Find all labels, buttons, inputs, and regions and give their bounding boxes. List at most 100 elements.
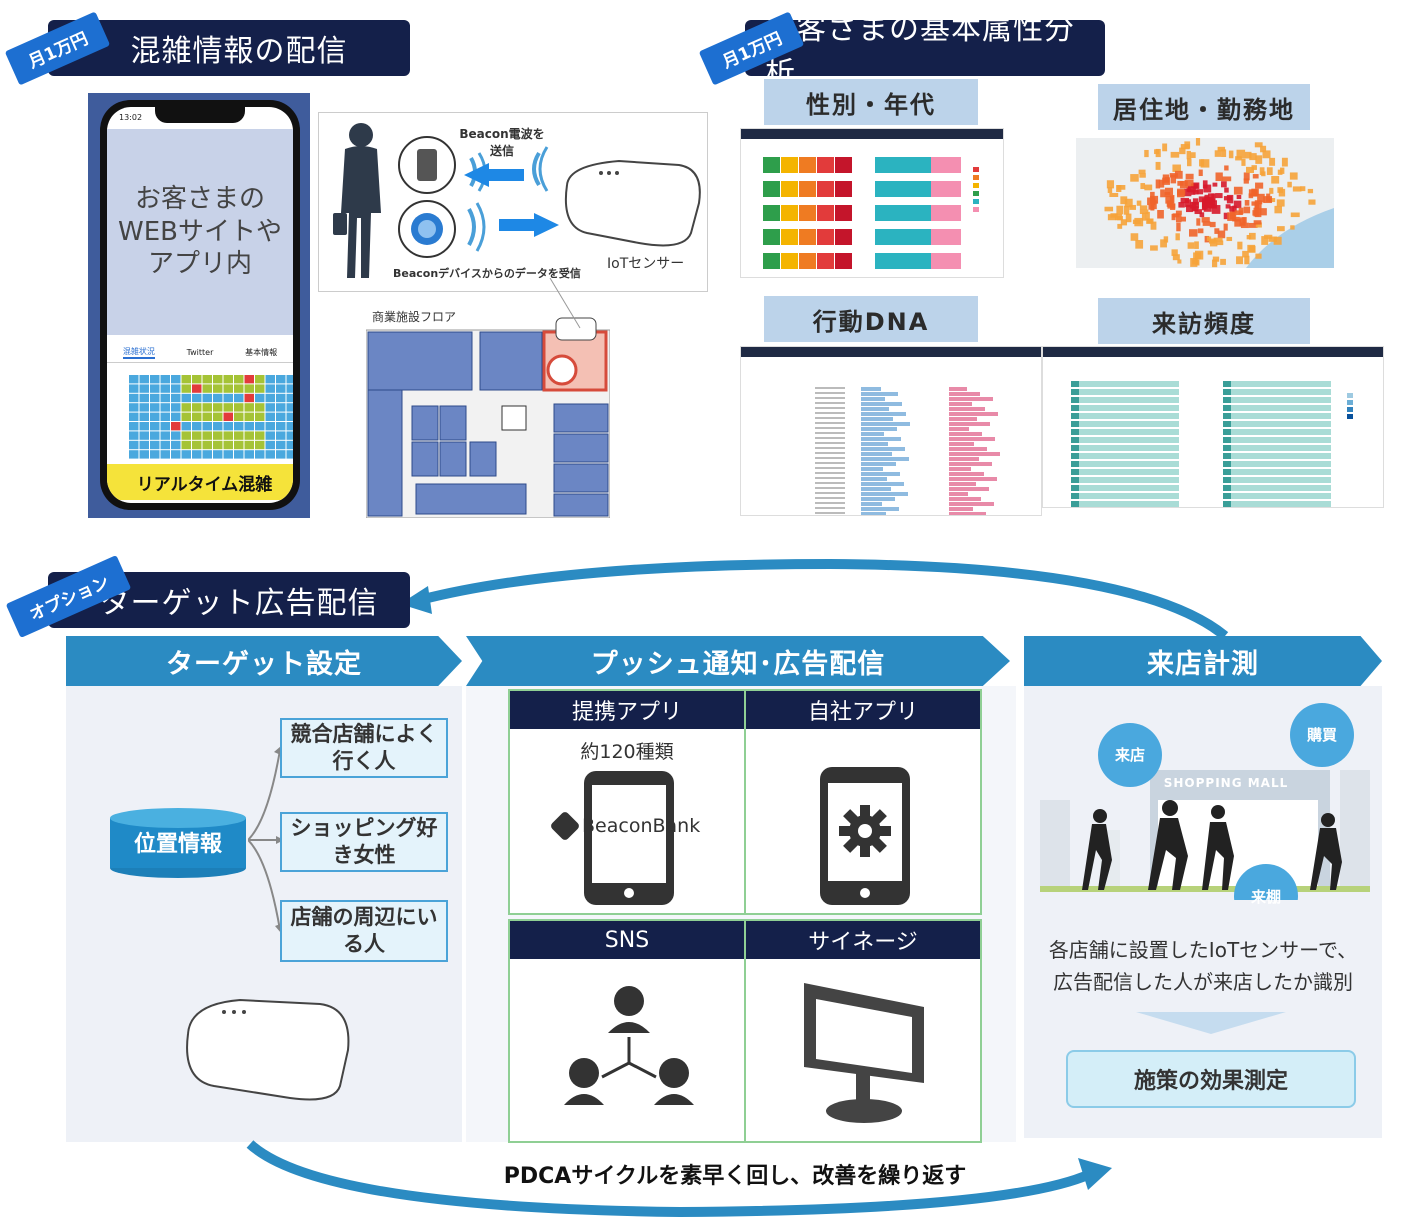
heat-cell [202, 440, 212, 450]
heat-cell [234, 412, 244, 421]
heat-cell [171, 393, 181, 403]
iot-sensor-icon [565, 159, 701, 247]
bubble-shelf: 来棚 [1250, 888, 1281, 906]
heat-cell [192, 412, 202, 421]
heat-cell [129, 450, 139, 459]
heat-cell [276, 431, 286, 440]
heat-cell [181, 393, 191, 403]
phone-tab-congestion[interactable]: 混雑状況 [122, 346, 155, 359]
target-option-shopping-women[interactable]: ショッピング好き女性 [280, 812, 448, 872]
heat-cell [255, 384, 265, 393]
heat-cell [223, 431, 233, 440]
beaconbank-logo: BeaconBank [549, 810, 701, 842]
heat-cell [150, 431, 160, 440]
heat-cell [171, 450, 181, 459]
restroom-icon [501, 405, 527, 431]
gender-age-chart [763, 157, 979, 269]
residence-label: 居住地・勤務地 [1098, 84, 1310, 130]
heat-cell [255, 450, 265, 459]
step-visit-label: 来店計測 [1147, 648, 1259, 680]
phone-tab-info[interactable]: 基本情報 [245, 348, 278, 357]
heat-cell [139, 403, 149, 412]
cycle-arc-top [400, 558, 1229, 640]
heat-cell [286, 403, 293, 412]
realtime-congestion-label: リアルタイム混雑 [107, 464, 293, 500]
own-app-gear-phone-icon [820, 767, 910, 905]
heat-cell [160, 450, 170, 459]
heat-cell [160, 431, 170, 440]
heat-cell [139, 440, 149, 450]
phone-tab-twitter[interactable]: Twitter [186, 348, 214, 357]
heat-cell [223, 412, 233, 421]
own-app-header: 自社アプリ [746, 691, 980, 729]
phone-notch [155, 107, 245, 123]
heat-cell [265, 403, 275, 412]
heat-cell [234, 450, 244, 459]
heat-cell [234, 403, 244, 412]
heat-cell [265, 393, 275, 403]
own-app-cell: 自社アプリ [744, 689, 982, 915]
step-visit: 来店計測 [1024, 636, 1382, 686]
heat-cell [202, 393, 212, 403]
heat-cell [202, 431, 212, 440]
heat-cell [192, 384, 202, 393]
heat-cell [244, 403, 254, 412]
heat-cell [160, 375, 170, 384]
sns-header: SNS [510, 921, 744, 959]
visit-frequency-label: 来訪頻度 [1098, 298, 1310, 344]
heat-cell [286, 384, 293, 393]
heat-cell [139, 450, 149, 459]
phone-mockup: 13:02 お客さまのWEBサイトやアプリ内 混雑状況 Twitter 基本情報… [100, 100, 300, 510]
step-target-label: ターゲット設定 [166, 648, 362, 680]
heat-cell [192, 440, 202, 450]
heat-cell [223, 393, 233, 403]
heat-cell [150, 450, 160, 459]
heat-cell [265, 450, 275, 459]
heat-cell [276, 375, 286, 384]
heat-cell [223, 384, 233, 393]
sns-cell: SNS [508, 919, 746, 1143]
heat-cell [171, 422, 181, 431]
heat-cell [171, 431, 181, 440]
congestion-heatmap [129, 375, 293, 459]
heat-cell [286, 422, 293, 431]
heat-cell [202, 375, 212, 384]
heat-cell [265, 412, 275, 421]
partner-app-header: 提携アプリ [510, 691, 744, 729]
target-option-nearby[interactable]: 店舗の周辺にいる人 [280, 900, 448, 962]
heat-cell [213, 375, 223, 384]
heat-cell [139, 393, 149, 403]
heat-cell [139, 375, 149, 384]
heat-cell [276, 450, 286, 459]
residence-map [1076, 138, 1334, 268]
heat-cell [150, 393, 160, 403]
target-option-competitor[interactable]: 競合店舗によく行く人 [280, 718, 448, 778]
heat-cell [244, 412, 254, 421]
heat-cell [244, 375, 254, 384]
heat-cell [255, 412, 265, 421]
step-push-label: プッシュ通知･広告配信 [590, 648, 886, 680]
behavior-dashboard [740, 346, 1042, 516]
heat-cell [213, 403, 223, 412]
heat-cell [129, 422, 139, 431]
heat-cell [181, 450, 191, 459]
businessman-icon [333, 123, 381, 278]
beaconbank-logo-text: BeaconBank [582, 815, 701, 837]
location-info-label: 位置情報 [133, 832, 222, 857]
heat-cell [286, 393, 293, 403]
heat-cell [150, 403, 160, 412]
heat-cell [139, 431, 149, 440]
walking-people-icons [1082, 800, 1342, 890]
heat-cell [234, 440, 244, 450]
signage-header: サイネージ [746, 921, 980, 959]
heat-cell [160, 422, 170, 431]
phone-tabs: 混雑状況 Twitter 基本情報 [107, 343, 293, 363]
heat-cell [129, 384, 139, 393]
heat-cell [129, 403, 139, 412]
heat-cell [139, 422, 149, 431]
heat-cell [276, 422, 286, 431]
beaconbank-logo-icon [549, 810, 581, 842]
heat-cell [213, 422, 223, 431]
heat-cell [213, 431, 223, 440]
heat-cell [213, 450, 223, 459]
